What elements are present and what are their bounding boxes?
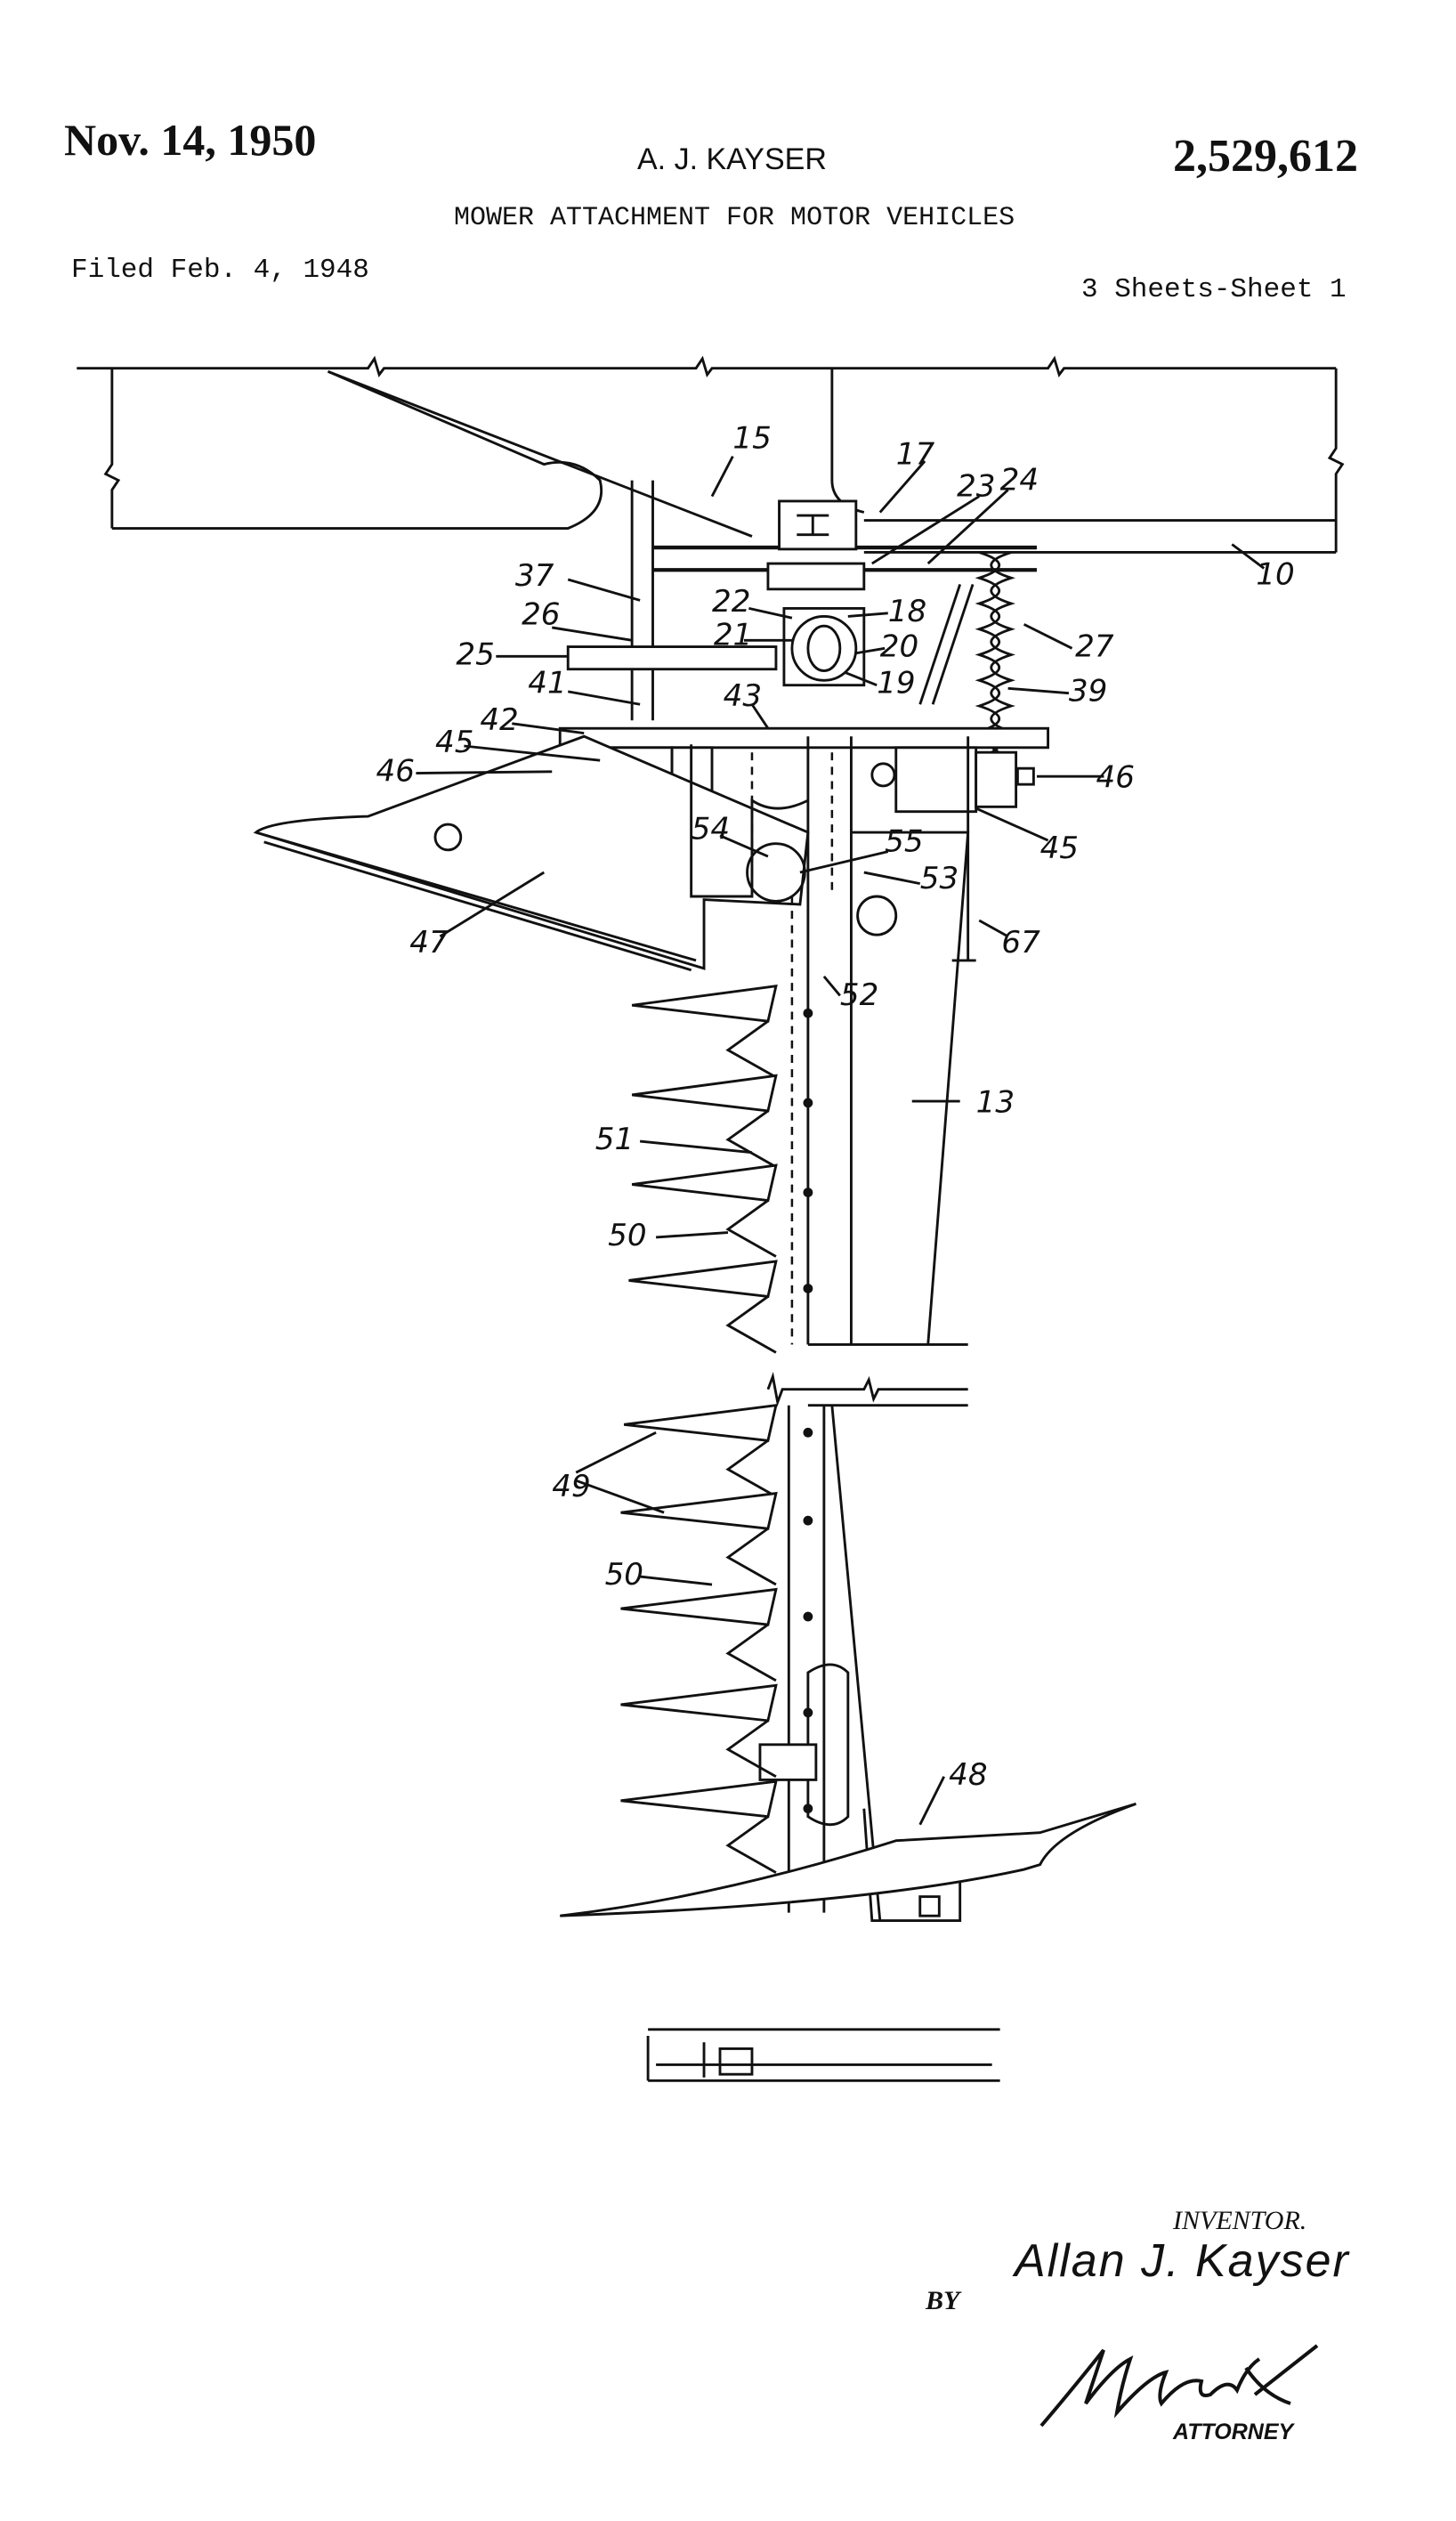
ref-10: 10 <box>1256 556 1294 592</box>
guard-tooth <box>623 1404 778 1442</box>
guard-tooth <box>620 1491 778 1530</box>
guard-tooth <box>631 984 778 1023</box>
ref-50-lower: 50 <box>605 1557 643 1593</box>
ref-37: 37 <box>515 558 554 594</box>
ref-15: 15 <box>732 421 771 457</box>
cutter-teeth <box>620 984 813 1874</box>
knife-section <box>725 1109 777 1169</box>
sheet-count: 3 Sheets-Sheet 1 <box>1081 274 1347 305</box>
ref-26: 26 <box>522 596 560 632</box>
ref-21: 21 <box>714 618 752 653</box>
rivet <box>803 1707 813 1718</box>
rivet <box>803 1008 813 1018</box>
knife-section <box>725 1719 777 1779</box>
ref-25: 25 <box>456 636 494 672</box>
guard-tooth <box>620 1587 778 1626</box>
ref-54: 54 <box>692 811 730 847</box>
guard-tooth <box>628 1260 778 1299</box>
ref-48: 48 <box>949 1757 987 1793</box>
filed-date: Filed Feb. 4, 1948 <box>71 255 369 286</box>
ref-27: 27 <box>1075 628 1114 664</box>
ref-23: 23 <box>957 469 995 505</box>
ref-52: 52 <box>840 977 878 1013</box>
ref-17: 17 <box>896 437 935 473</box>
leader-lines <box>416 455 1266 1826</box>
ref-45-right: 45 <box>1040 831 1079 866</box>
rivet <box>803 1804 813 1814</box>
rivet <box>803 1515 813 1526</box>
knife-section <box>725 1439 777 1498</box>
ref-46-right: 46 <box>1096 760 1134 796</box>
rivet <box>803 1284 813 1293</box>
guard-tooth <box>631 1074 778 1113</box>
ref-20: 20 <box>880 628 918 664</box>
ref-13: 13 <box>976 1085 1015 1121</box>
ref-51: 51 <box>595 1122 634 1157</box>
ref-55: 55 <box>885 824 923 860</box>
rivet <box>803 1611 813 1622</box>
ref-50: 50 <box>608 1218 646 1253</box>
patent-date: Nov. 14, 1950 <box>64 115 317 165</box>
vehicle-frame <box>77 355 1345 721</box>
ref-42: 42 <box>480 702 518 738</box>
ref-45: 45 <box>435 725 473 760</box>
inventor-name: A. J. KAYSER <box>637 142 827 176</box>
ref-49: 49 <box>552 1469 590 1504</box>
ref-19: 19 <box>877 666 915 701</box>
rivet <box>803 1427 813 1438</box>
attorney-label: ATTORNEY <box>1173 2420 1294 2444</box>
knife-section <box>725 1295 777 1354</box>
guard-tooth <box>631 1163 778 1203</box>
by-label: BY <box>926 2286 960 2315</box>
small-detail-view <box>646 2028 1000 2082</box>
reference-numerals: 15 17 23 24 10 37 22 18 26 21 20 27 25 1… <box>376 421 1294 1793</box>
ref-18: 18 <box>888 594 926 629</box>
ref-67: 67 <box>1001 925 1040 961</box>
rivet <box>803 1098 813 1108</box>
ref-53: 53 <box>920 861 959 896</box>
attorney-signature <box>1039 2344 1319 2428</box>
guard-tooth <box>620 1683 778 1723</box>
ref-39: 39 <box>1069 674 1107 709</box>
ref-47: 47 <box>409 925 449 961</box>
knife-section <box>725 1199 777 1258</box>
ref-41: 41 <box>528 666 566 701</box>
patent-number: 2,529,612 <box>1173 131 1358 182</box>
ref-22: 22 <box>712 584 750 620</box>
guard-tooth <box>620 1779 778 1819</box>
ref-43: 43 <box>724 678 762 714</box>
knife-section <box>725 1815 777 1874</box>
inventor-label: INVENTOR. <box>1173 2206 1307 2235</box>
knife-section <box>725 1527 777 1586</box>
inventor-signature: Allan J. Kayser <box>1015 2235 1350 2287</box>
ref-24: 24 <box>1000 462 1039 498</box>
patent-title: MOWER ATTACHMENT FOR MOTOR VEHICLES <box>454 203 1015 233</box>
rivet <box>803 1188 813 1197</box>
knife-section <box>725 1623 777 1682</box>
ref-46: 46 <box>376 754 414 790</box>
knife-section <box>725 1020 777 1079</box>
outer-shoe <box>560 1802 1136 1917</box>
